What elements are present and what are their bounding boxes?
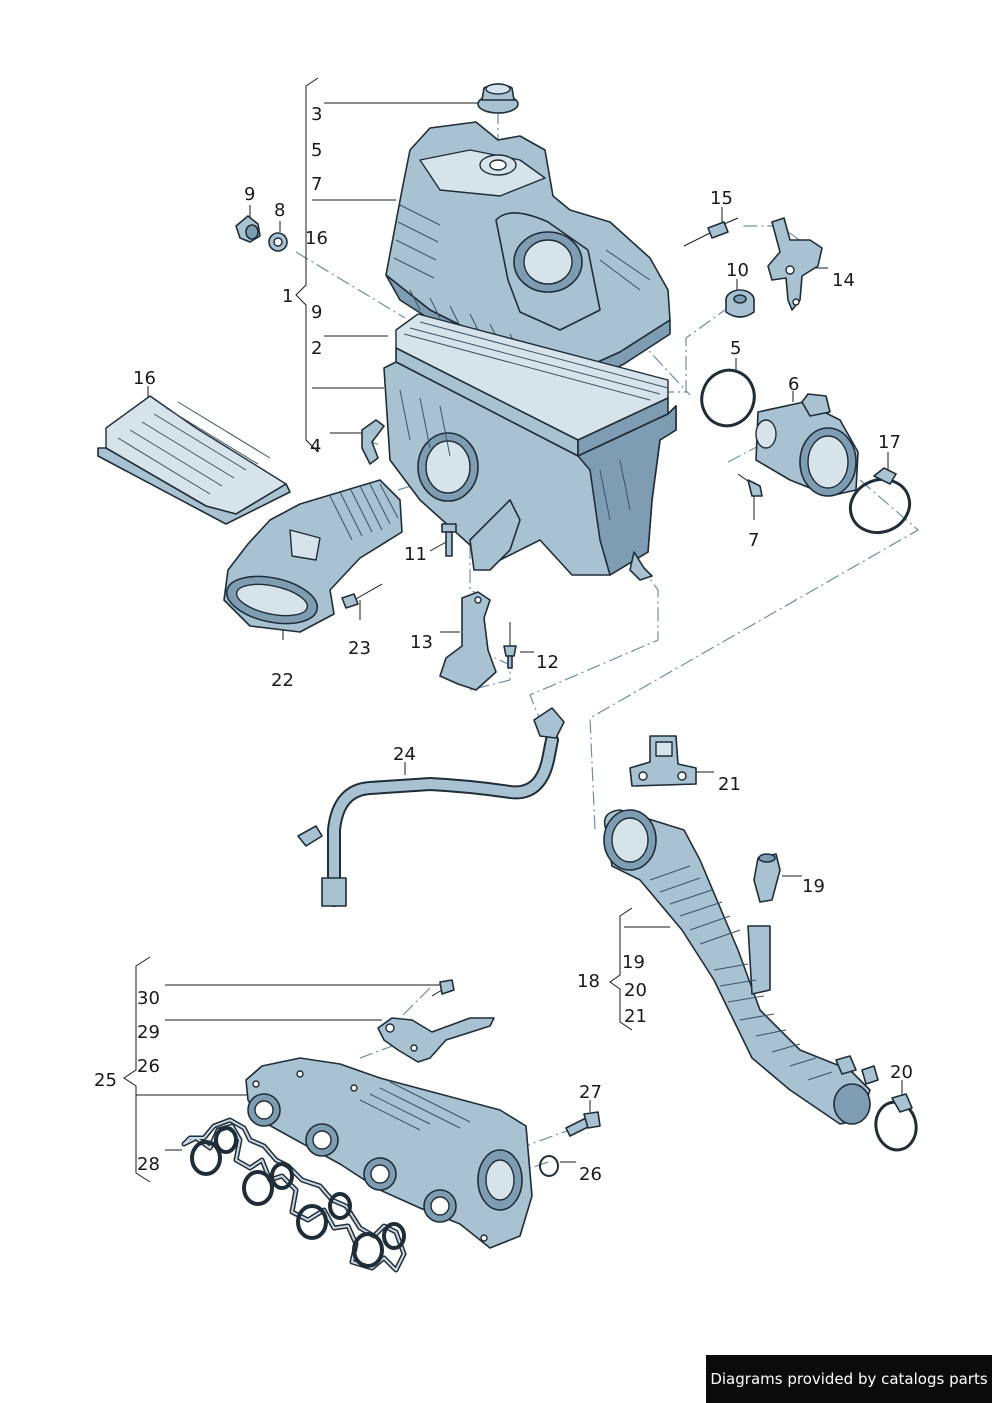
callout-30: 30 — [137, 988, 160, 1009]
seal-ring-part-26 — [539, 1155, 559, 1177]
bolt-part-27 — [565, 1111, 601, 1137]
callout-18: 18 — [577, 971, 600, 992]
cap-part-3 — [477, 83, 519, 114]
callout-23: 23 — [348, 638, 371, 659]
callout-5: 5 — [730, 338, 741, 359]
filter-insert-part-16 — [97, 395, 291, 525]
callout-20: 20 — [890, 1062, 913, 1083]
callout-21: 21 — [624, 1006, 647, 1027]
callout-22: 22 — [271, 670, 294, 691]
callout-26: 26 — [579, 1164, 602, 1185]
callout-26: 26 — [137, 1056, 160, 1077]
credit-banner: Diagrams provided by catalogs parts — [706, 1355, 992, 1403]
fitting-part-8 — [268, 232, 288, 252]
callout-19: 19 — [622, 952, 645, 973]
callout-20: 20 — [624, 980, 647, 1001]
fitting-part-9 — [235, 215, 261, 243]
callout-12: 12 — [536, 652, 559, 673]
bolt-part-11 — [441, 523, 457, 557]
breather-hose-part-24 — [297, 707, 565, 907]
callout-8: 8 — [274, 200, 285, 221]
callout-27: 27 — [579, 1082, 602, 1103]
bracket-group-25 — [123, 956, 151, 1183]
callout-2: 2 — [311, 338, 322, 359]
callout-25: 25 — [94, 1070, 117, 1091]
callout-17: 17 — [878, 432, 901, 453]
bolt-part-12 — [503, 622, 517, 669]
rubber-mount-part-10 — [725, 289, 755, 318]
hose-clamp-part-20 — [874, 1093, 918, 1152]
o-ring-part-5 — [700, 368, 756, 428]
callout-6: 6 — [788, 374, 799, 395]
callout-7: 7 — [748, 530, 759, 551]
bracket-group-1 — [295, 77, 319, 453]
callout-15: 15 — [710, 188, 733, 209]
callout-3: 3 — [311, 104, 322, 125]
intake-manifold-part-26 — [245, 1057, 533, 1249]
gasket-part-28 — [181, 1117, 407, 1273]
pin-part-23 — [341, 583, 383, 609]
screw-part-7 — [737, 473, 763, 497]
callout-21: 21 — [718, 774, 741, 795]
filter-housing-lower — [383, 361, 677, 581]
filter-element — [395, 313, 669, 457]
callout-29: 29 — [137, 1022, 160, 1043]
bracket-part-29 — [377, 1017, 495, 1063]
screw-part-30 — [431, 979, 455, 997]
callout-16: 16 — [133, 368, 156, 389]
callout-5: 5 — [311, 140, 322, 161]
bracket-group-18 — [609, 907, 633, 1031]
callout-labels: 3 5 7 9 8 16 1 9 2 4 16 15 10 14 5 6 17 … — [94, 104, 913, 1185]
clip-part-4 — [361, 419, 385, 465]
intake-duct-part-22 — [223, 479, 403, 633]
callout-11: 11 — [404, 544, 427, 565]
callout-19: 19 — [802, 876, 825, 897]
air-mass-meter-part-6 — [755, 393, 859, 497]
callout-9: 9 — [244, 184, 255, 205]
bracket-part-13 — [439, 591, 497, 691]
callout-10: 10 — [726, 260, 749, 281]
callout-1: 1 — [282, 286, 293, 307]
hose-clamp-part-17 — [848, 467, 912, 534]
callout-9: 9 — [311, 302, 322, 323]
callout-4: 4 — [310, 436, 321, 457]
callout-28: 28 — [137, 1154, 160, 1175]
intake-pipe-part-18 — [603, 809, 879, 1125]
bracket-part-21 — [629, 735, 697, 787]
callout-24: 24 — [393, 744, 416, 765]
bracket-part-14 — [767, 217, 823, 311]
fitting-part-19 — [753, 853, 781, 903]
callout-14: 14 — [832, 270, 855, 291]
callout-16: 16 — [305, 228, 328, 249]
leader-lines — [136, 102, 903, 1163]
callout-13: 13 — [410, 632, 433, 653]
rivet-part-15 — [683, 217, 739, 247]
callout-7: 7 — [311, 174, 322, 195]
credit-text: Diagrams provided by catalogs parts — [710, 1370, 988, 1388]
